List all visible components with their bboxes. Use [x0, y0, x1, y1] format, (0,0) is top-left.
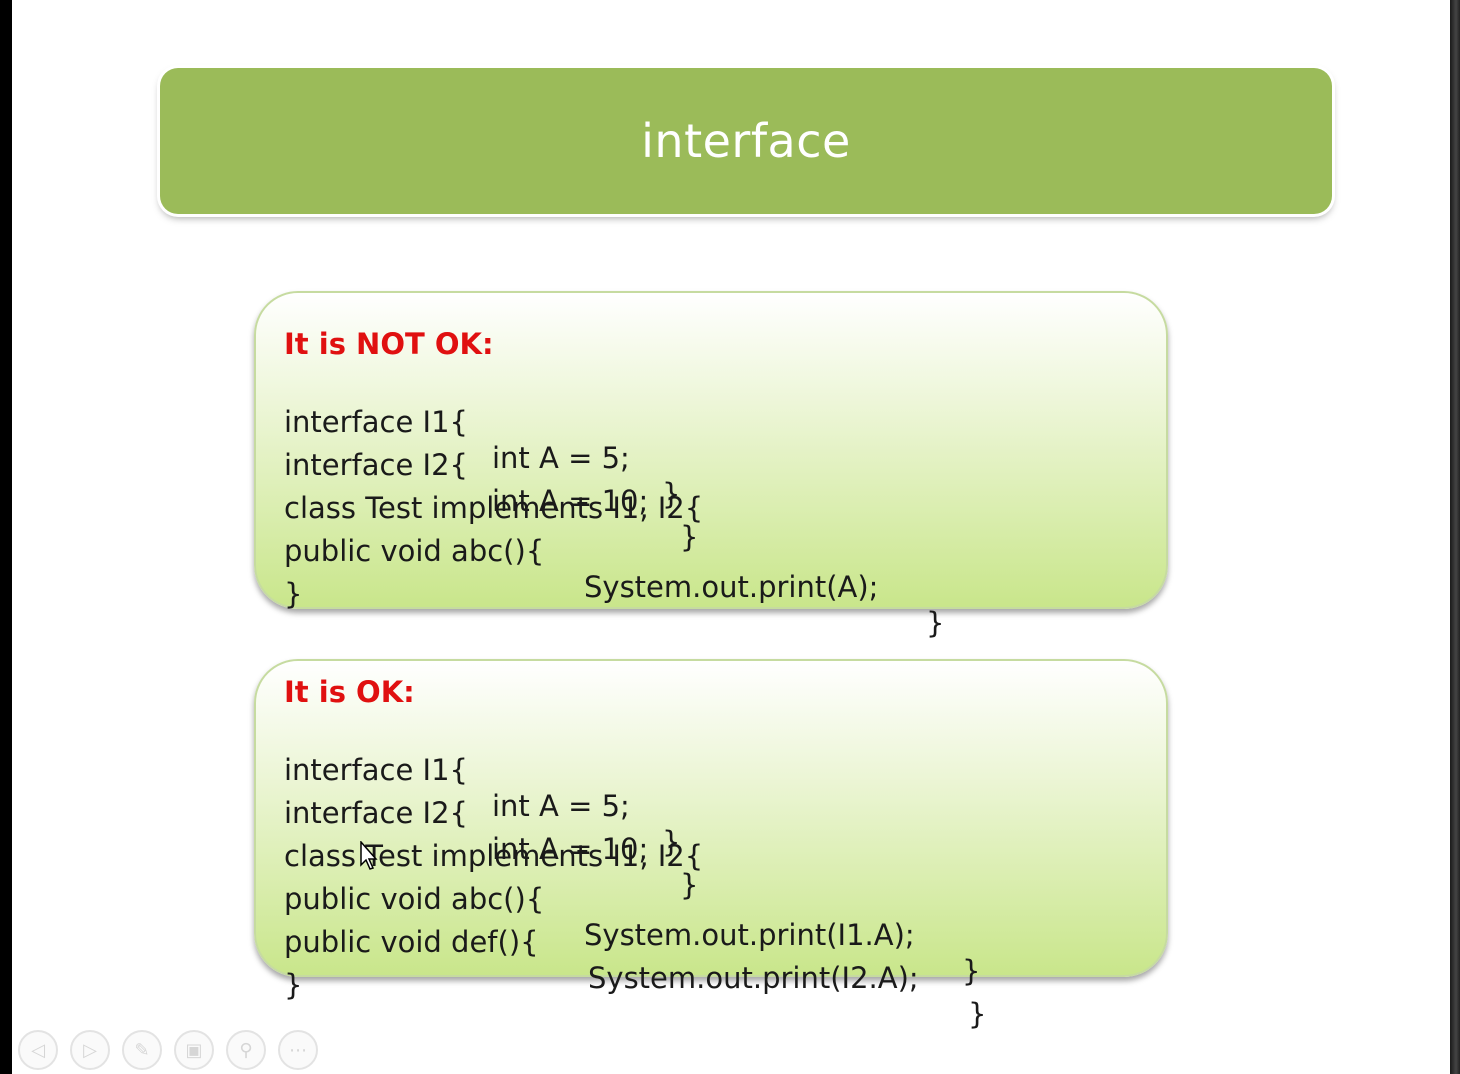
code-segment: } — [926, 606, 945, 640]
code-segment: interface I2{ — [284, 796, 469, 830]
see-all-slides-button[interactable]: ▣ — [174, 1030, 214, 1070]
code-segment: public void abc(){ — [284, 882, 545, 916]
heading-ok: It is OK: — [284, 675, 415, 709]
code-segment: } — [968, 997, 987, 1031]
code-segment: interface I2{ — [284, 448, 469, 482]
window-edge — [1450, 0, 1460, 1074]
heading-not-ok: It is NOT OK: — [284, 327, 494, 361]
code-segment: class Test implements I1, I2{ — [284, 491, 704, 525]
mouse-cursor-icon — [360, 841, 378, 870]
code-segment: int A = 5; — [492, 789, 630, 823]
code-segment: System.out.print(A); — [584, 570, 879, 604]
zoom-icon: ⚲ — [239, 1039, 253, 1061]
pen-icon: ✎ — [134, 1039, 150, 1061]
code-segment: } — [680, 868, 699, 902]
previous-slide-button[interactable]: ◁ — [18, 1030, 58, 1070]
code-line: interface I1{ int A = 5; } — [284, 368, 680, 548]
code-segment: interface I1{ — [284, 405, 469, 439]
code-segment: } — [284, 968, 303, 1002]
code-line: public void def(){ System.out.print(I2.A… — [284, 888, 986, 1068]
code-line: interface I1{ int A = 5; } — [284, 716, 680, 896]
code-box-not-ok: It is NOT OK: interface I1{ int A = 5; }… — [254, 291, 1168, 640]
code-segment: } — [962, 954, 981, 988]
code-line: } — [284, 931, 321, 1039]
code-segment: } — [662, 477, 681, 511]
code-segment: System.out.print(I1.A); — [584, 918, 915, 952]
code-box-ok: It is OK: interface I1{ int A = 5; } int… — [254, 659, 1168, 1031]
slide-title: interface — [641, 114, 851, 168]
code-segment: public void abc(){ — [284, 534, 545, 568]
next-slide-button[interactable]: ▷ — [70, 1030, 110, 1070]
code-segment: class Test implements I1, I2{ — [284, 839, 704, 873]
code-segment: int A = 10; — [492, 484, 649, 518]
code-line: public void abc(){ System.out.print(A); … — [284, 497, 944, 677]
code-segment: } — [662, 825, 681, 859]
code-segment: System.out.print(I2.A); — [588, 961, 919, 995]
previous-icon: ◁ — [31, 1039, 45, 1061]
title-banner: interface — [160, 68, 1332, 214]
code-segment: } — [680, 520, 699, 554]
code-segment: } — [284, 577, 303, 611]
code-line: interface I2{ int A = 10; } — [284, 759, 698, 939]
slideshow-toolbar: ◁ ▷ ✎ ▣ ⚲ ⋯ — [18, 1030, 318, 1072]
next-icon: ▷ — [83, 1039, 97, 1061]
code-line: public void abc(){ System.out.print(I1.A… — [284, 845, 980, 1025]
code-line: class Test implements I1, I2{ — [284, 454, 703, 562]
code-line: class Test implements I1, I2{ — [284, 802, 703, 910]
pen-button[interactable]: ✎ — [122, 1030, 162, 1070]
slides-icon: ▣ — [185, 1039, 203, 1061]
more-icon: ⋯ — [289, 1039, 307, 1061]
zoom-button[interactable]: ⚲ — [226, 1030, 266, 1070]
code-segment: int A = 10; — [492, 832, 649, 866]
code-segment: int A = 5; — [492, 441, 630, 475]
code-segment: public void def(){ — [284, 925, 539, 959]
code-line: interface I2{ int A = 10; } — [284, 411, 698, 591]
code-line: } — [284, 540, 321, 648]
code-segment: interface I1{ — [284, 753, 469, 787]
more-options-button[interactable]: ⋯ — [278, 1030, 318, 1070]
